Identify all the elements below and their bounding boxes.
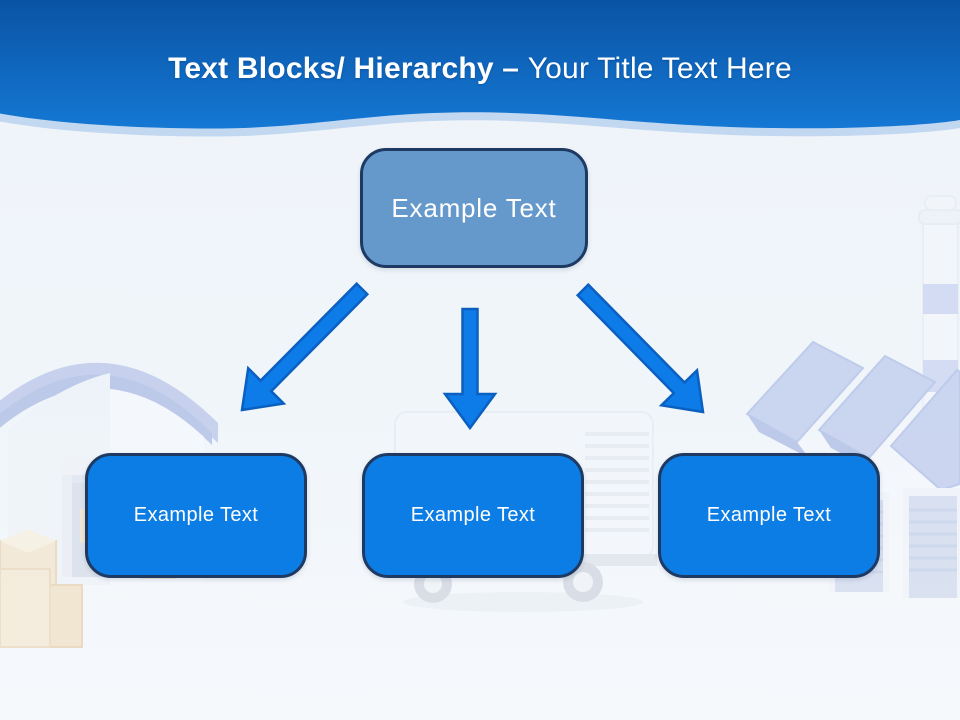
- child-text-block-1[interactable]: Example Text: [85, 453, 307, 578]
- root-text-block-label: Example Text: [391, 192, 557, 223]
- slide-title: Text Blocks/ Hierarchy – Your Title Text…: [0, 52, 960, 85]
- title-banner: [0, 0, 960, 137]
- arrow-root-to-child-3: [575, 282, 705, 414]
- banner-wave: [0, 0, 960, 129]
- child-text-block-3-label: Example Text: [706, 504, 832, 526]
- child-text-block-2-label: Example Text: [410, 504, 536, 526]
- root-text-block[interactable]: Example Text: [360, 148, 588, 268]
- slide-title-bold: Text Blocks/ Hierarchy –: [168, 52, 528, 85]
- factory-sawtooth-roofs: [745, 340, 960, 492]
- child-text-block-1-label: Example Text: [133, 504, 259, 526]
- arrow-root-to-child-1: [240, 281, 370, 412]
- slide-title-regular: Your Title Text Here: [527, 52, 792, 85]
- child-text-block-2[interactable]: Example Text: [362, 453, 584, 578]
- child-text-block-3[interactable]: Example Text: [658, 453, 880, 578]
